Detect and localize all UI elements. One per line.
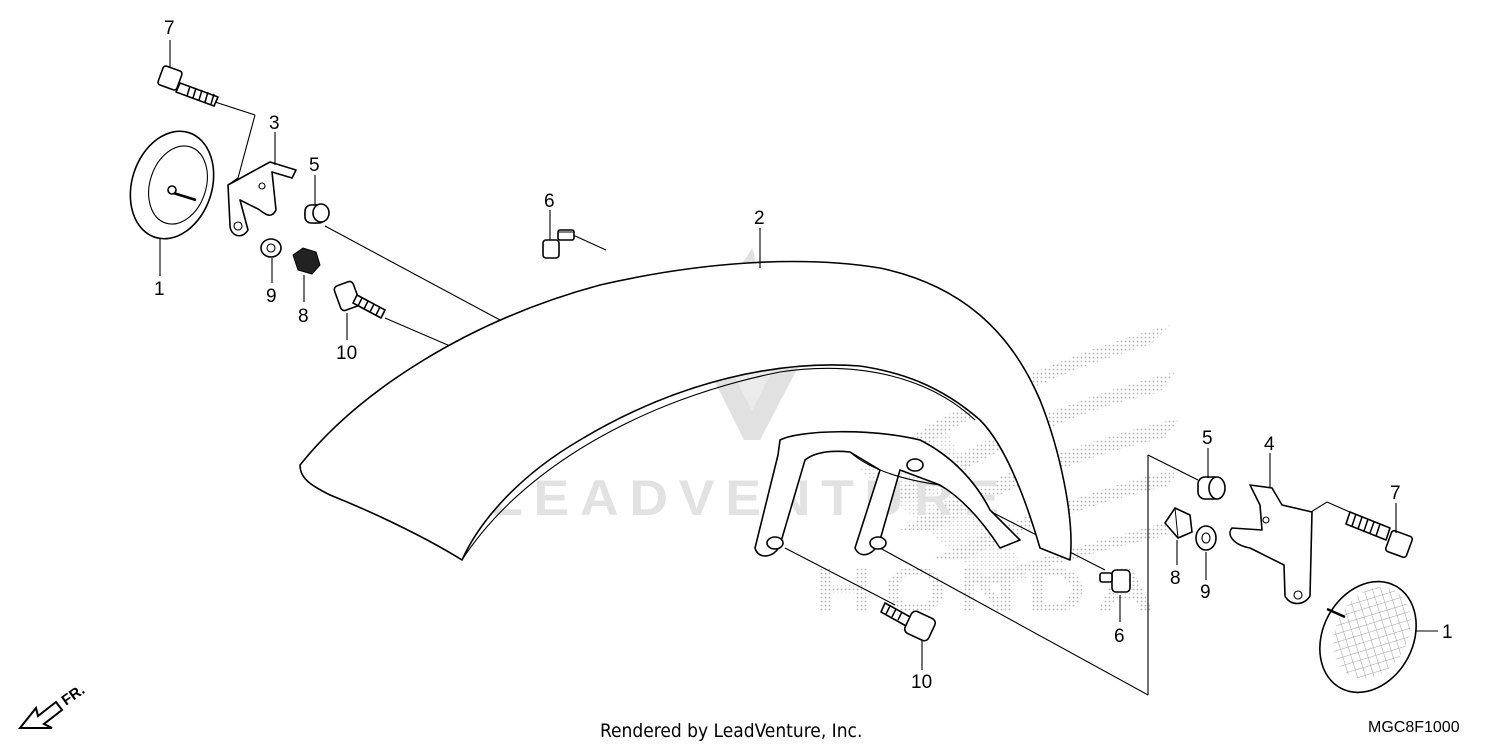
front-fender xyxy=(299,260,1072,561)
bolt-6-lower xyxy=(1099,569,1131,593)
callout-10-upper: 10 xyxy=(336,343,357,364)
diagram-code: MGC8F1000 xyxy=(1368,719,1460,736)
render-credit: Rendered by LeadVenture, Inc. xyxy=(600,720,862,742)
reflector-right xyxy=(1319,580,1417,694)
bolt-10-lower xyxy=(880,602,937,642)
collar-right xyxy=(1197,476,1226,500)
assembly-lines xyxy=(214,101,1353,696)
callout-4: 4 xyxy=(1264,434,1275,455)
bolt-10-upper xyxy=(333,280,386,319)
washer-9-right xyxy=(1195,525,1217,551)
callout-5-right: 5 xyxy=(1202,428,1213,449)
callout-6-lower: 6 xyxy=(1114,626,1125,647)
bolt-7-left xyxy=(157,65,219,107)
front-direction-arrow-icon xyxy=(17,700,64,729)
callout-9-right: 9 xyxy=(1200,582,1211,603)
nut-8-right xyxy=(1164,507,1193,539)
nut-8-left xyxy=(292,247,321,275)
washer-9-left xyxy=(260,238,282,258)
callout-5-left: 5 xyxy=(309,155,320,176)
bolt-6-upper xyxy=(542,229,575,259)
callout-7-left: 7 xyxy=(164,18,175,39)
reflector-bracket-right xyxy=(1229,484,1313,605)
callout-leaders xyxy=(159,40,1438,670)
callout-10-lower: 10 xyxy=(911,672,932,693)
callout-9-left: 9 xyxy=(266,286,277,307)
reflector-bracket-left xyxy=(227,161,297,237)
leadventure-text-watermark: LEADVENTURE xyxy=(490,470,1010,526)
callout-7-right: 7 xyxy=(1390,483,1401,504)
callout-6-upper: 6 xyxy=(544,191,555,212)
reflector-left xyxy=(129,130,215,240)
bolt-7-right xyxy=(1345,511,1414,559)
callout-3: 3 xyxy=(269,113,280,134)
callout-8-left: 8 xyxy=(298,306,309,327)
collar-left xyxy=(304,203,330,224)
callout-1-left: 1 xyxy=(154,279,165,300)
callout-2: 2 xyxy=(754,208,765,229)
direction-label: FR. xyxy=(59,681,89,709)
callout-1-right: 1 xyxy=(1442,622,1453,643)
honda-brand-watermark: HONDA xyxy=(815,554,1165,626)
callout-8-right: 8 xyxy=(1170,568,1181,589)
